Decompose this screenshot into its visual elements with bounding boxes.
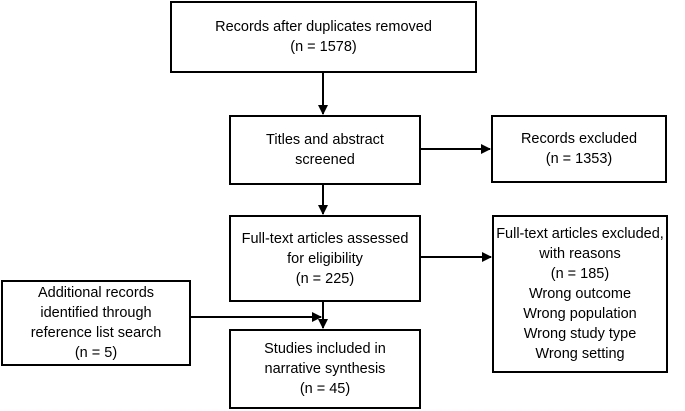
label-line: screened xyxy=(295,152,355,168)
box-titles-abstract-screened: Titles and abstract screened xyxy=(229,115,421,185)
label-line: Titles and abstract xyxy=(266,132,384,148)
count-value: (n = 1578) xyxy=(290,39,357,55)
reason-item: Wrong population xyxy=(523,306,637,322)
box-fulltext-assessed: Full-text articles assessed for eligibil… xyxy=(229,215,421,302)
label-line: Full-text articles excluded, xyxy=(496,226,664,242)
label-line: with reasons xyxy=(539,246,621,262)
box-studies-included: Studies included in narrative synthesis … xyxy=(229,329,421,409)
reason-item: Wrong outcome xyxy=(528,286,632,302)
label-line: Additional records xyxy=(37,285,155,301)
label-line: Studies included in xyxy=(264,341,386,357)
label-line: narrative synthesis xyxy=(264,361,386,377)
label-line: Full-text articles assessed xyxy=(241,230,409,247)
label-line: Records excluded xyxy=(520,131,638,147)
reason-item: Wrong setting xyxy=(535,346,625,362)
box-additional-records: Additional records identified through re… xyxy=(1,280,191,366)
label-line: for eligibility xyxy=(287,250,363,267)
count-value: (n = 45) xyxy=(299,381,351,397)
count-value: (n = 5) xyxy=(74,345,118,361)
count-value: (n = 225) xyxy=(295,270,355,287)
box-records-excluded: Records excluded (n = 1353) xyxy=(491,115,667,183)
count-value: (n = 1353) xyxy=(545,151,613,167)
label-line: reference list search xyxy=(30,325,162,341)
label-line: Records after duplicates removed xyxy=(215,19,432,35)
count-value: (n = 185) xyxy=(550,266,610,282)
label-line: identified through xyxy=(40,305,152,321)
box-records-after-duplicates: Records after duplicates removed (n = 15… xyxy=(170,1,477,73)
box-fulltext-excluded: Full-text articles excluded, with reason… xyxy=(492,215,668,373)
reason-item: Wrong study type xyxy=(523,326,637,342)
